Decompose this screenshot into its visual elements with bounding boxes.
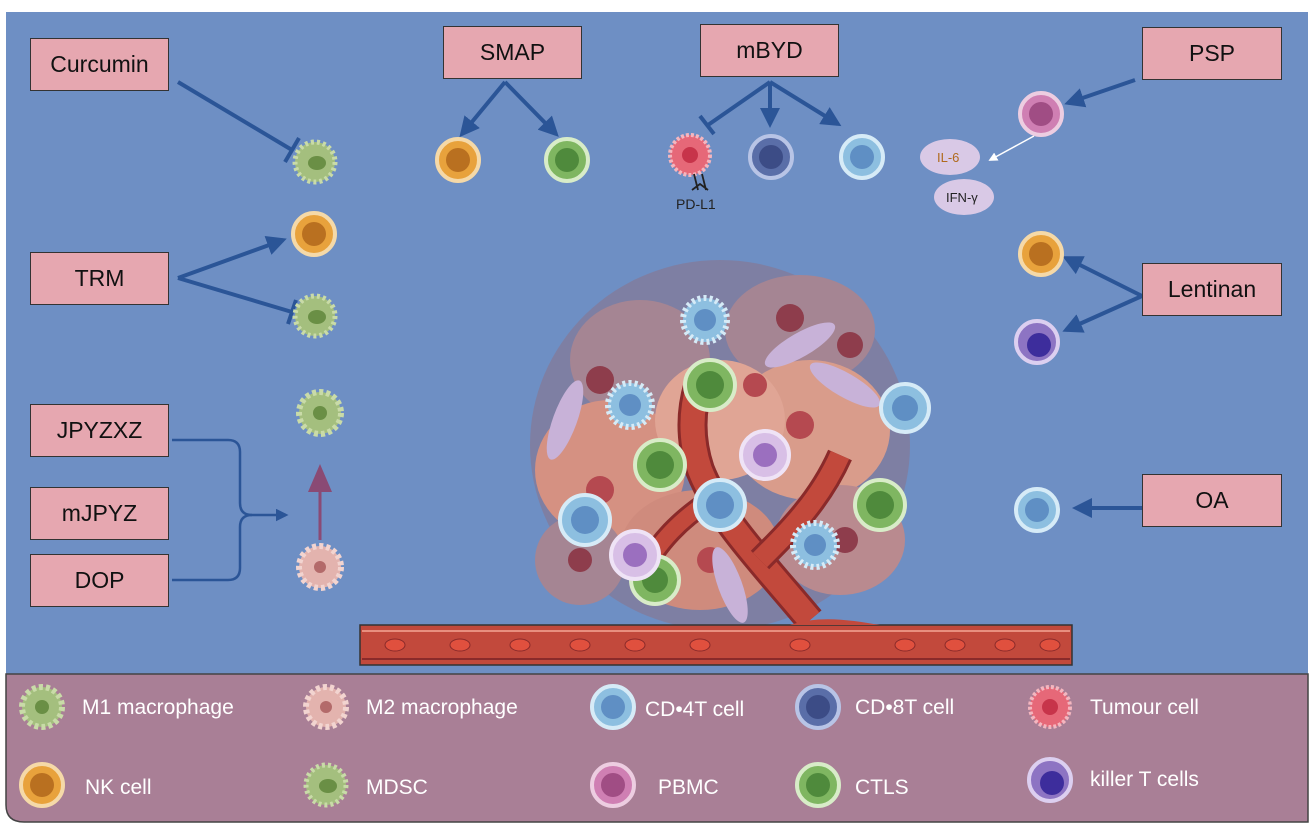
agent-box-mbyd: mBYD (700, 24, 839, 77)
legend-icon-pbmc (590, 762, 636, 808)
legend-icon-tumour-cell (1028, 685, 1072, 729)
legend-label-tumour-cell: Tumour cell (1090, 696, 1199, 719)
m2-macrophage-cell (296, 543, 344, 591)
legend-label-killer-t-cell: killer T cells (1090, 768, 1199, 791)
legend-label-ctls: CTLS (855, 776, 909, 799)
pd-l1-receptor-icon (691, 173, 709, 191)
legend-label-mdsc: MDSC (366, 776, 428, 799)
nk-cell-trm (291, 211, 337, 257)
agent-box-jpyzxz: JPYZXZ (30, 404, 169, 457)
legend-label-m2-macrophage: M2 macrophage (366, 696, 518, 719)
il6-bubble (920, 139, 980, 175)
ifng-label: IFN-γ (946, 190, 978, 205)
agent-box-smap: SMAP (443, 26, 582, 79)
blood-vessel (359, 619, 1073, 666)
cd8-t-cell-mbyd (748, 134, 794, 180)
legend-icon-m1-macrophage (19, 684, 65, 730)
legend-icon-ctls (795, 762, 841, 808)
agent-box-lentinan: Lentinan (1142, 263, 1282, 316)
nk-cell-lentinan (1018, 231, 1064, 277)
cd4-t-cell-oa (1014, 487, 1060, 533)
legend-icon-nk-cell (19, 762, 65, 808)
arrows (172, 78, 1143, 582)
legend-icon-cd4-t-cell (590, 684, 636, 730)
nk-cell-smap (435, 137, 481, 183)
tumour-cell-mbyd (668, 133, 712, 191)
agent-box-trm: TRM (30, 252, 169, 305)
agent-box-psp: PSP (1142, 27, 1282, 80)
mdsc-cell-curcumin (292, 139, 338, 185)
mdsc-cell-trm (292, 293, 338, 339)
agent-box-mjpyz: mJPYZ (30, 487, 169, 540)
ctl-cell-smap (544, 137, 590, 183)
legend-icon-cd8-t-cell (795, 684, 841, 730)
legend-icon-m2-macrophage (303, 684, 349, 730)
agent-box-dop: DOP (30, 554, 169, 607)
ifng-bubble (934, 179, 994, 215)
il6-label: IL-6 (937, 150, 960, 165)
legend-label-cd4-t-cell: CD•4T cell (645, 698, 745, 721)
killer-t-cell-lentinan (1014, 319, 1060, 365)
legend-label-pbmc: PBMC (658, 776, 719, 799)
agent-box-curcumin: Curcumin (30, 38, 169, 91)
legend-label-nk-cell: NK cell (85, 776, 152, 799)
m1-macrophage-cell (296, 389, 344, 437)
legend-label-cd8-t-cell: CD•8T cell (855, 696, 955, 719)
pd-l1-label: PD-L1 (676, 196, 716, 212)
legend-icon-killer-t-cell (1027, 757, 1073, 803)
tumour-infiltrating-cells (558, 295, 931, 606)
pbmc-cell-psp (1018, 91, 1064, 137)
legend-label-m1-macrophage: M1 macrophage (82, 696, 234, 719)
cd4-t-cell-mbyd (839, 134, 885, 180)
agent-box-oa: OA (1142, 474, 1282, 527)
legend-icon-mdsc (303, 762, 349, 808)
